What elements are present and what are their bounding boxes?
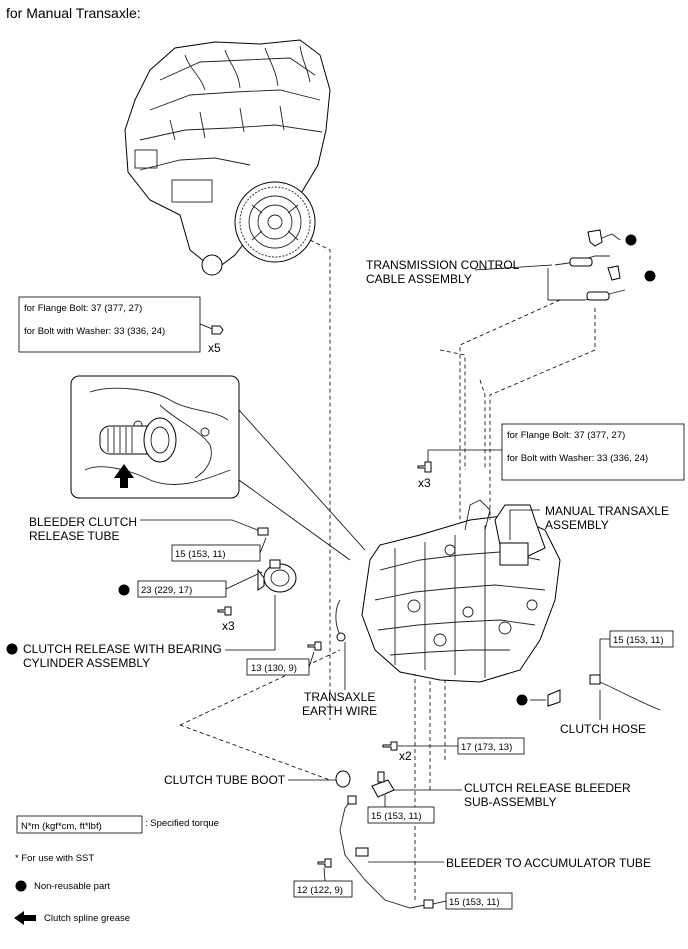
accum-bolt-torque: 12 (122, 9) <box>297 885 343 896</box>
diagram-title: for Manual Transaxle: <box>6 5 141 21</box>
grease-arrow-icon <box>114 464 134 488</box>
trans-bolt-icon <box>417 461 432 473</box>
engine-flange-torque: for Flange Bolt: 37 (377, 27) <box>24 303 142 314</box>
hose-clip-icon <box>547 689 561 707</box>
engine-bolt-qty: x5 <box>208 341 221 355</box>
cyl-bolt-qty: x3 <box>222 619 235 633</box>
control-cable-assembly: TRANSMISSION CONTROL CABLE ASSEMBLY <box>366 229 656 520</box>
alignment-line-4 <box>479 379 486 470</box>
bleeder-bolt-torque: 17 (173, 13) <box>461 742 512 753</box>
bleeder-release-tube: BLEEDER CLUTCH RELEASE TUBE 15 (153, 11) <box>29 515 269 562</box>
legend: N*m (kgf*cm, ft*lbf) : Specified torque … <box>14 815 219 925</box>
nonreusable-marker-2 <box>644 270 656 282</box>
manual-transaxle-label-1: MANUAL TRANSAXLE <box>545 504 669 518</box>
nonreusable-marker-3 <box>118 584 130 596</box>
clutch-hose: 15 (153, 11) CLUTCH HOSE <box>516 630 674 736</box>
alignment-line-1 <box>309 239 331 720</box>
spline-detail-inset <box>70 375 240 499</box>
bleeder-subassembly: x2 17 (173, 13) CLUTCH TUBE BOOT CLUTCH … <box>164 737 631 824</box>
release-cyl-label-2: CYLINDER ASSEMBLY <box>23 656 150 670</box>
bleeder-bolt-icon <box>382 741 398 751</box>
transaxle-illustration <box>361 499 561 683</box>
legend-grease-arrow-icon <box>14 911 36 925</box>
earth-wire-label-1: TRANSAXLE <box>304 690 375 704</box>
legend-nonreusable: Non-reusable part <box>34 881 110 892</box>
release-cylinder-assembly: 23 (229, 17) x3 CLUTCH RELEASE WITH BEAR… <box>6 559 297 670</box>
earth-bolt-icon <box>307 641 322 651</box>
clutch-hose-torque: 15 (153, 11) <box>613 635 664 646</box>
transaxle-bolt-torque-box: for Flange Bolt: 37 (377, 27) for Bolt w… <box>417 423 685 490</box>
nonreusable-marker-1 <box>625 234 637 246</box>
engine-illustration <box>124 39 331 276</box>
legend-nonreusable-icon <box>15 880 27 892</box>
trans-bolt-qty: x3 <box>418 476 431 490</box>
bleeder-tube-label-1: BLEEDER CLUTCH <box>29 515 137 529</box>
manual-transaxle-label-2: ASSEMBLY <box>545 518 609 532</box>
bleeder-tube-torque: 15 (153, 11) <box>175 549 226 560</box>
engine-bolt-icon <box>211 325 224 335</box>
legend-torque-unit: N*m (kgf*cm, ft*lbf) <box>21 821 102 832</box>
alignment-line-5 <box>179 724 331 781</box>
cyl-bolt-icon <box>217 606 232 616</box>
earth-wire-label-2: EARTH WIRE <box>302 704 377 718</box>
nonreusable-marker-5 <box>516 694 528 706</box>
alignment-line-2 <box>179 649 341 726</box>
nonreusable-marker-4 <box>6 643 18 655</box>
release-cyl-torque: 23 (229, 17) <box>141 585 192 596</box>
tube-boot-icon <box>335 770 351 788</box>
accum-bolt-icon <box>317 858 332 868</box>
control-cable-label-1: TRANSMISSION CONTROL <box>366 258 520 272</box>
bleeder-tube-label-2: RELEASE TUBE <box>29 529 119 543</box>
accum-tube-torque: 15 (153, 11) <box>449 897 500 908</box>
earth-wire-torque: 13 (130, 9) <box>251 663 297 674</box>
bleeder-sub-label-1: CLUTCH RELEASE BLEEDER <box>464 781 631 795</box>
accumulator-tube: 12 (122, 9) BLEEDER TO ACCUMULATOR TUBE … <box>293 795 651 910</box>
engine-bolt-torque-box: for Flange Bolt: 37 (377, 27) for Bolt w… <box>18 296 224 355</box>
clutch-hose-label: CLUTCH HOSE <box>560 722 646 736</box>
trans-washer-torque: for Bolt with Washer: 33 (336, 24) <box>507 453 648 464</box>
bleeder-bolt-qty: x2 <box>399 749 412 763</box>
control-cable-label-2: CABLE ASSEMBLY <box>366 272 472 286</box>
bleeder-sub-label-2: SUB-ASSEMBLY <box>464 795 556 809</box>
accum-tube-label: BLEEDER TO ACCUMULATOR TUBE <box>446 856 651 870</box>
earth-wire: 13 (130, 9) TRANSAXLE EARTH WIRE <box>246 599 377 718</box>
trans-flange-torque: for Flange Bolt: 37 (377, 27) <box>507 430 625 441</box>
bleeder-sub-torque: 15 (153, 11) <box>371 811 422 822</box>
legend-torque-desc: : Specified torque <box>145 818 219 829</box>
alignment-line-3 <box>439 349 466 470</box>
engine-washer-torque: for Bolt with Washer: 33 (336, 24) <box>24 326 165 337</box>
legend-sst-note: * For use with SST <box>15 853 94 864</box>
legend-grease: Clutch spline grease <box>44 913 130 924</box>
tube-boot-label: CLUTCH TUBE BOOT <box>164 773 286 787</box>
release-cyl-label-1: CLUTCH RELEASE WITH BEARING <box>23 642 222 656</box>
